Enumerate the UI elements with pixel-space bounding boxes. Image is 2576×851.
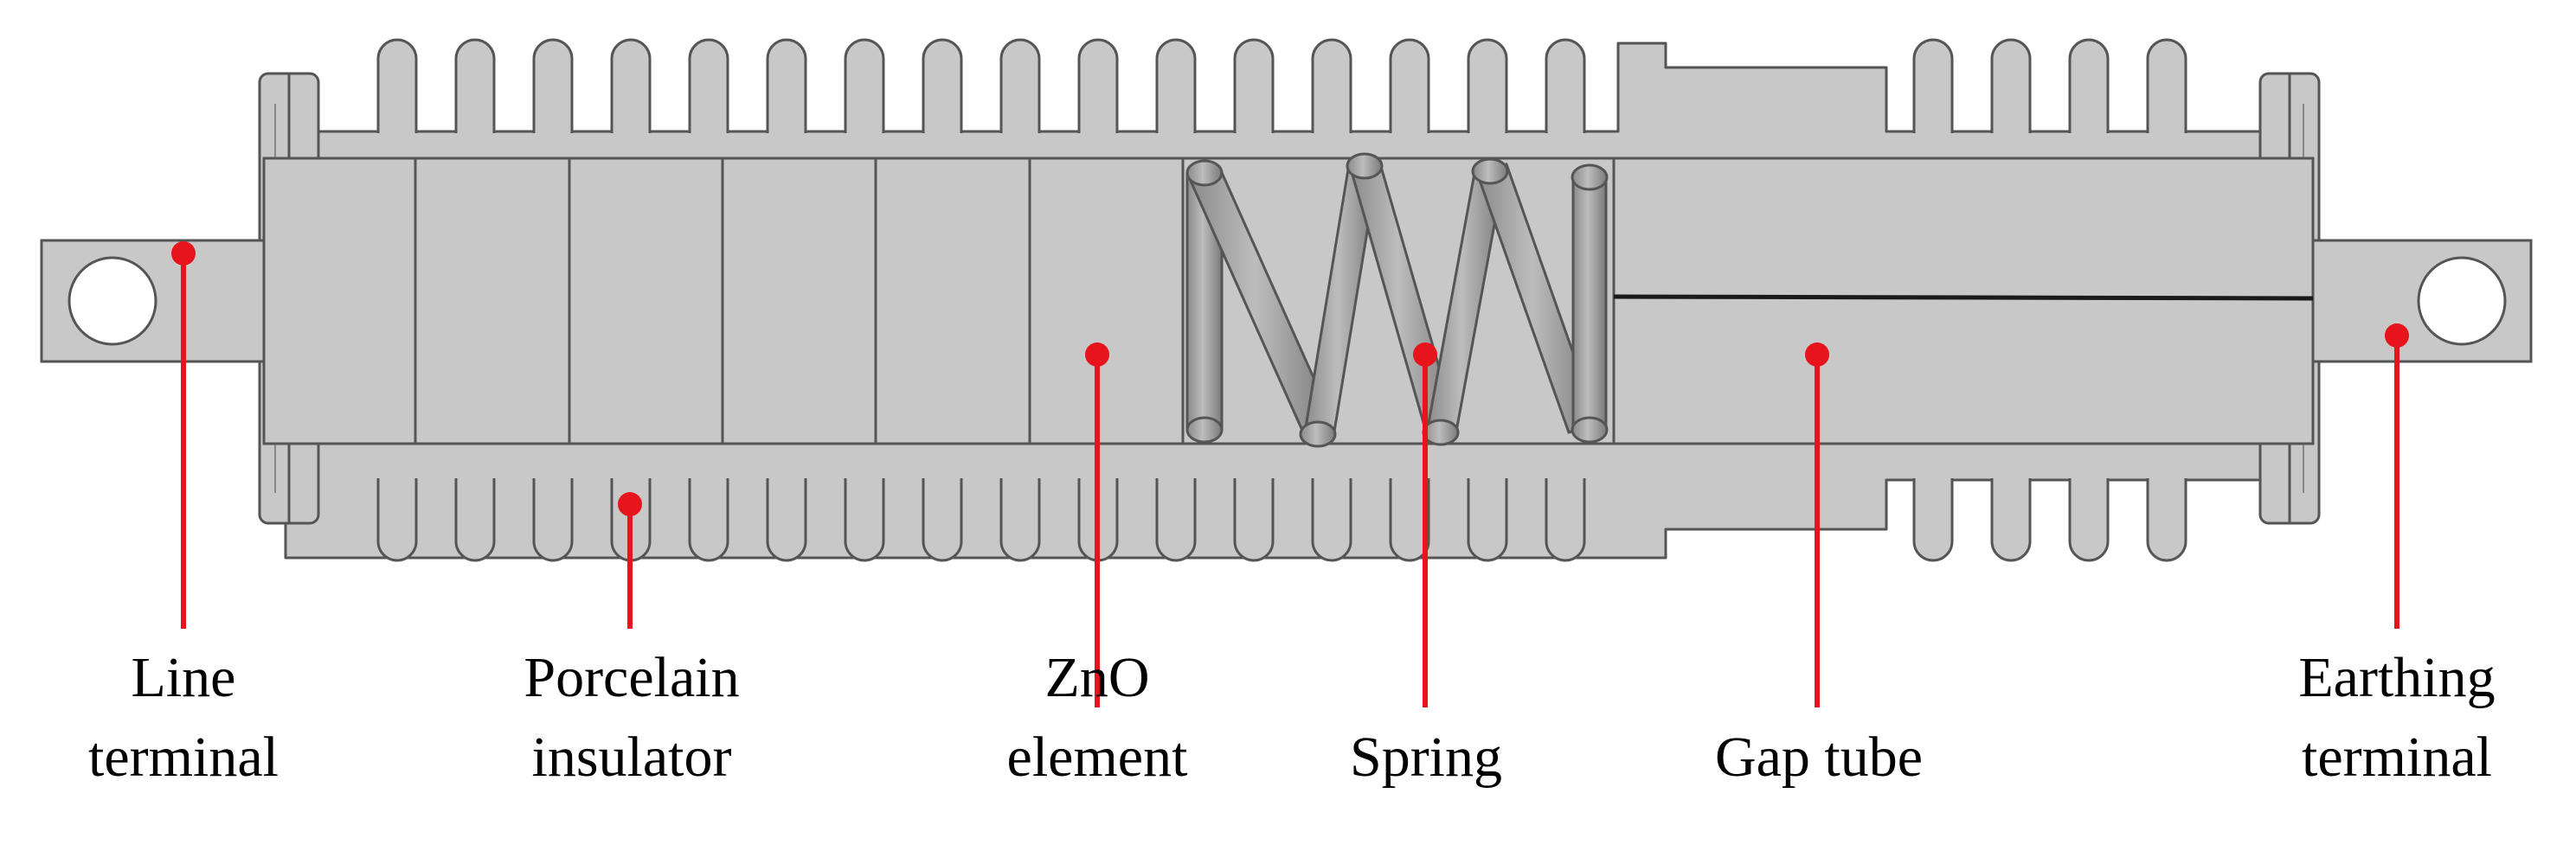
- shed-fin-top: [610, 38, 652, 133]
- leader-line-terminal: [171, 241, 196, 629]
- shed-fin-bottom: [766, 478, 807, 562]
- shed-fin-top: [999, 38, 1041, 133]
- shed-fin-bottom: [999, 478, 1041, 562]
- label-porcelain-insulator-line1: Porcelain: [524, 646, 740, 709]
- shed-fin-bottom: [1912, 478, 1954, 562]
- leader-gap-tube: [1805, 342, 1829, 707]
- earthing-terminal: [2310, 239, 2533, 363]
- label-porcelain-insulator-line2: insulator: [531, 726, 732, 789]
- zno-element-stack: [414, 158, 1616, 444]
- shed-fin-top: [532, 38, 574, 133]
- shed-fin-bottom: [844, 478, 885, 562]
- shed-fin-bottom: [532, 478, 574, 562]
- label-line-terminal: Line terminal: [88, 638, 279, 797]
- shed-fin-top: [1545, 38, 1586, 133]
- shed-fin-bottom: [2146, 478, 2187, 562]
- shed-fin-top: [844, 38, 885, 133]
- shed-fin-top: [1912, 38, 1954, 133]
- line-terminal: [40, 239, 266, 363]
- shed-fin-top: [1155, 38, 1197, 133]
- shed-fin-top: [454, 38, 496, 133]
- leaders: [171, 241, 2409, 707]
- shed-fin-bottom: [454, 478, 496, 562]
- earthing-terminal-hole: [2417, 256, 2507, 346]
- leader-zno-element: [1085, 342, 1109, 707]
- shed-fin-bottom: [922, 478, 963, 562]
- shed-fin-bottom: [1467, 478, 1508, 562]
- leader-earthing-terminal: [2385, 323, 2409, 629]
- label-gap-tube-line1: Gap tube: [1714, 726, 1924, 789]
- shed-fin-top: [766, 38, 807, 133]
- shed-fin-bottom: [688, 478, 729, 562]
- shed-fin-top: [2146, 38, 2187, 133]
- shed-fin-bottom: [1233, 478, 1275, 562]
- shed-fin-bottom: [1545, 478, 1586, 562]
- shed-fin-bottom: [376, 478, 418, 562]
- shed-fin-top: [688, 38, 729, 133]
- label-spring: Spring: [1350, 718, 1502, 797]
- shed-fin-top: [1990, 38, 2032, 133]
- label-zno-element-line2: element: [1006, 726, 1188, 789]
- leader-porcelain-insulator: [618, 492, 642, 629]
- label-earthing-terminal-line1: Earthing: [2298, 646, 2496, 709]
- label-spring-line1: Spring: [1349, 726, 1503, 789]
- shed-fin-top: [2068, 38, 2110, 133]
- shed-fin-top: [1311, 38, 1352, 133]
- shed-fin-top: [922, 38, 963, 133]
- shed-fin-bottom: [2068, 478, 2110, 562]
- label-line-terminal-line1: Line: [131, 646, 236, 709]
- shed-fin-top: [1467, 38, 1508, 133]
- shed-fin-bottom: [1311, 478, 1352, 562]
- label-porcelain-insulator: Porcelain insulator: [524, 638, 739, 797]
- shed-fin-top: [1233, 38, 1275, 133]
- label-zno-element-line1: ZnO: [1044, 646, 1150, 709]
- label-earthing-terminal-line2: terminal: [2302, 726, 2492, 789]
- shed-fin-bottom: [1990, 478, 2032, 562]
- shed-fin-bottom: [1389, 478, 1430, 562]
- shed-fin-top: [1077, 38, 1119, 133]
- label-gap-tube: Gap tube: [1715, 718, 1923, 797]
- leader-spring: [1413, 342, 1437, 707]
- label-zno-element: ZnO element: [1007, 638, 1188, 797]
- line-terminal-hole: [67, 256, 157, 346]
- gap-tube-divider: [1613, 294, 2314, 301]
- label-earthing-terminal: Earthing terminal: [2298, 638, 2495, 797]
- shed-fin-top: [1389, 38, 1430, 133]
- shed-fin-top: [376, 38, 418, 133]
- shed-fin-bottom: [1155, 478, 1197, 562]
- label-line-terminal-line2: terminal: [88, 726, 279, 789]
- porcelain-insulator: [284, 38, 2269, 562]
